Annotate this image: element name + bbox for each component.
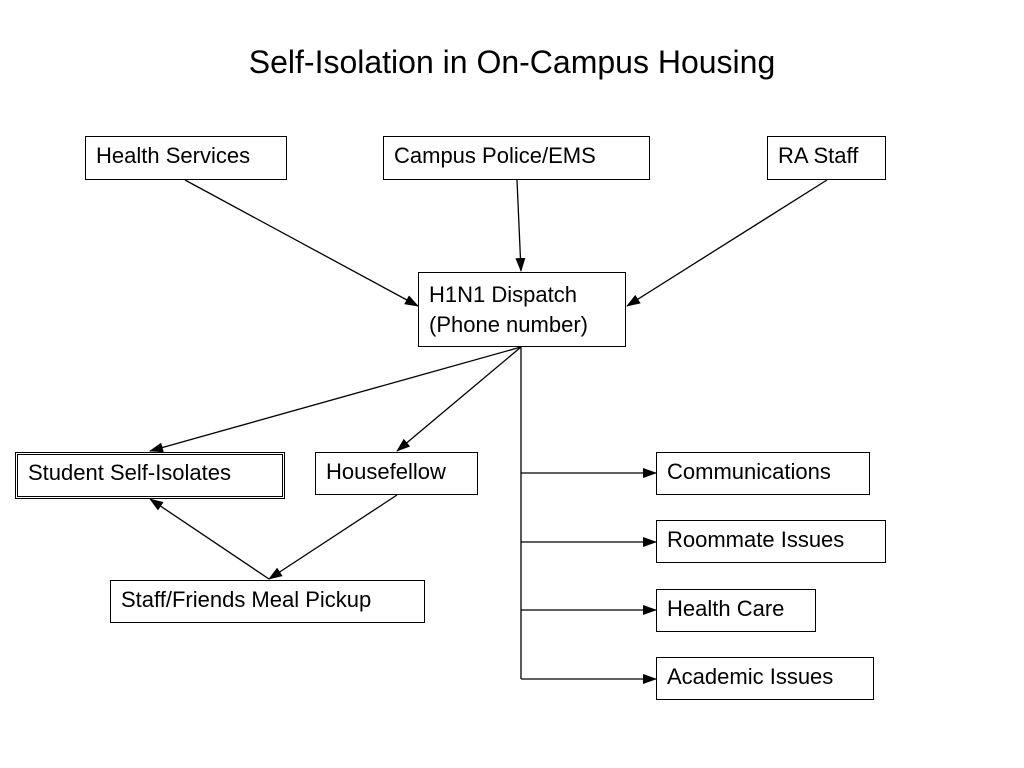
- arrow-campus-police-to-dispatch: [515, 179, 526, 272]
- arrow-health-services-to-dispatch: [184, 179, 419, 307]
- node-roommate-issues-label: Roommate Issues: [667, 527, 845, 552]
- arrow-dispatch-to-housefellow: [396, 346, 522, 452]
- arrow-meal-pickup-to-student: [149, 498, 270, 580]
- node-academic-issues: Academic Issues: [656, 657, 874, 700]
- node-health-services-label: Health Services: [96, 143, 251, 168]
- node-h1n1-dispatch-label-line2: (Phone number): [429, 312, 588, 337]
- node-communications: Communications: [656, 452, 870, 495]
- node-student-self-isolates-label: Student Self-Isolates: [28, 460, 232, 485]
- node-student-self-isolates: Student Self-Isolates: [15, 452, 285, 499]
- node-housefellow-label: Housefellow: [326, 459, 446, 484]
- node-health-care-label: Health Care: [667, 596, 785, 621]
- node-roommate-issues: Roommate Issues: [656, 520, 886, 563]
- node-health-services: Health Services: [85, 136, 287, 180]
- node-health-care: Health Care: [656, 589, 816, 632]
- node-ra-staff: RA Staff: [767, 136, 886, 180]
- diagram-title: Self-Isolation in On-Campus Housing: [248, 44, 776, 80]
- arrow-dispatch-to-student: [149, 346, 522, 453]
- node-campus-police-ems-label: Campus Police/EMS: [394, 143, 596, 168]
- arrow-housefellow-to-meal-pickup: [268, 494, 398, 580]
- node-h1n1-dispatch-label-line1: H1N1 Dispatch: [429, 282, 577, 307]
- node-academic-issues-label: Academic Issues: [667, 664, 834, 689]
- node-communications-label: Communications: [667, 459, 831, 484]
- node-housefellow: Housefellow: [315, 452, 478, 495]
- node-staff-friends-meal-pickup: Staff/Friends Meal Pickup: [110, 580, 425, 623]
- node-h1n1-dispatch: H1N1 Dispatch (Phone number): [418, 272, 626, 347]
- node-campus-police-ems: Campus Police/EMS: [383, 136, 650, 180]
- node-ra-staff-label: RA Staff: [778, 143, 859, 168]
- node-staff-friends-meal-pickup-label: Staff/Friends Meal Pickup: [121, 587, 372, 612]
- arrow-ra-staff-to-dispatch: [626, 179, 828, 307]
